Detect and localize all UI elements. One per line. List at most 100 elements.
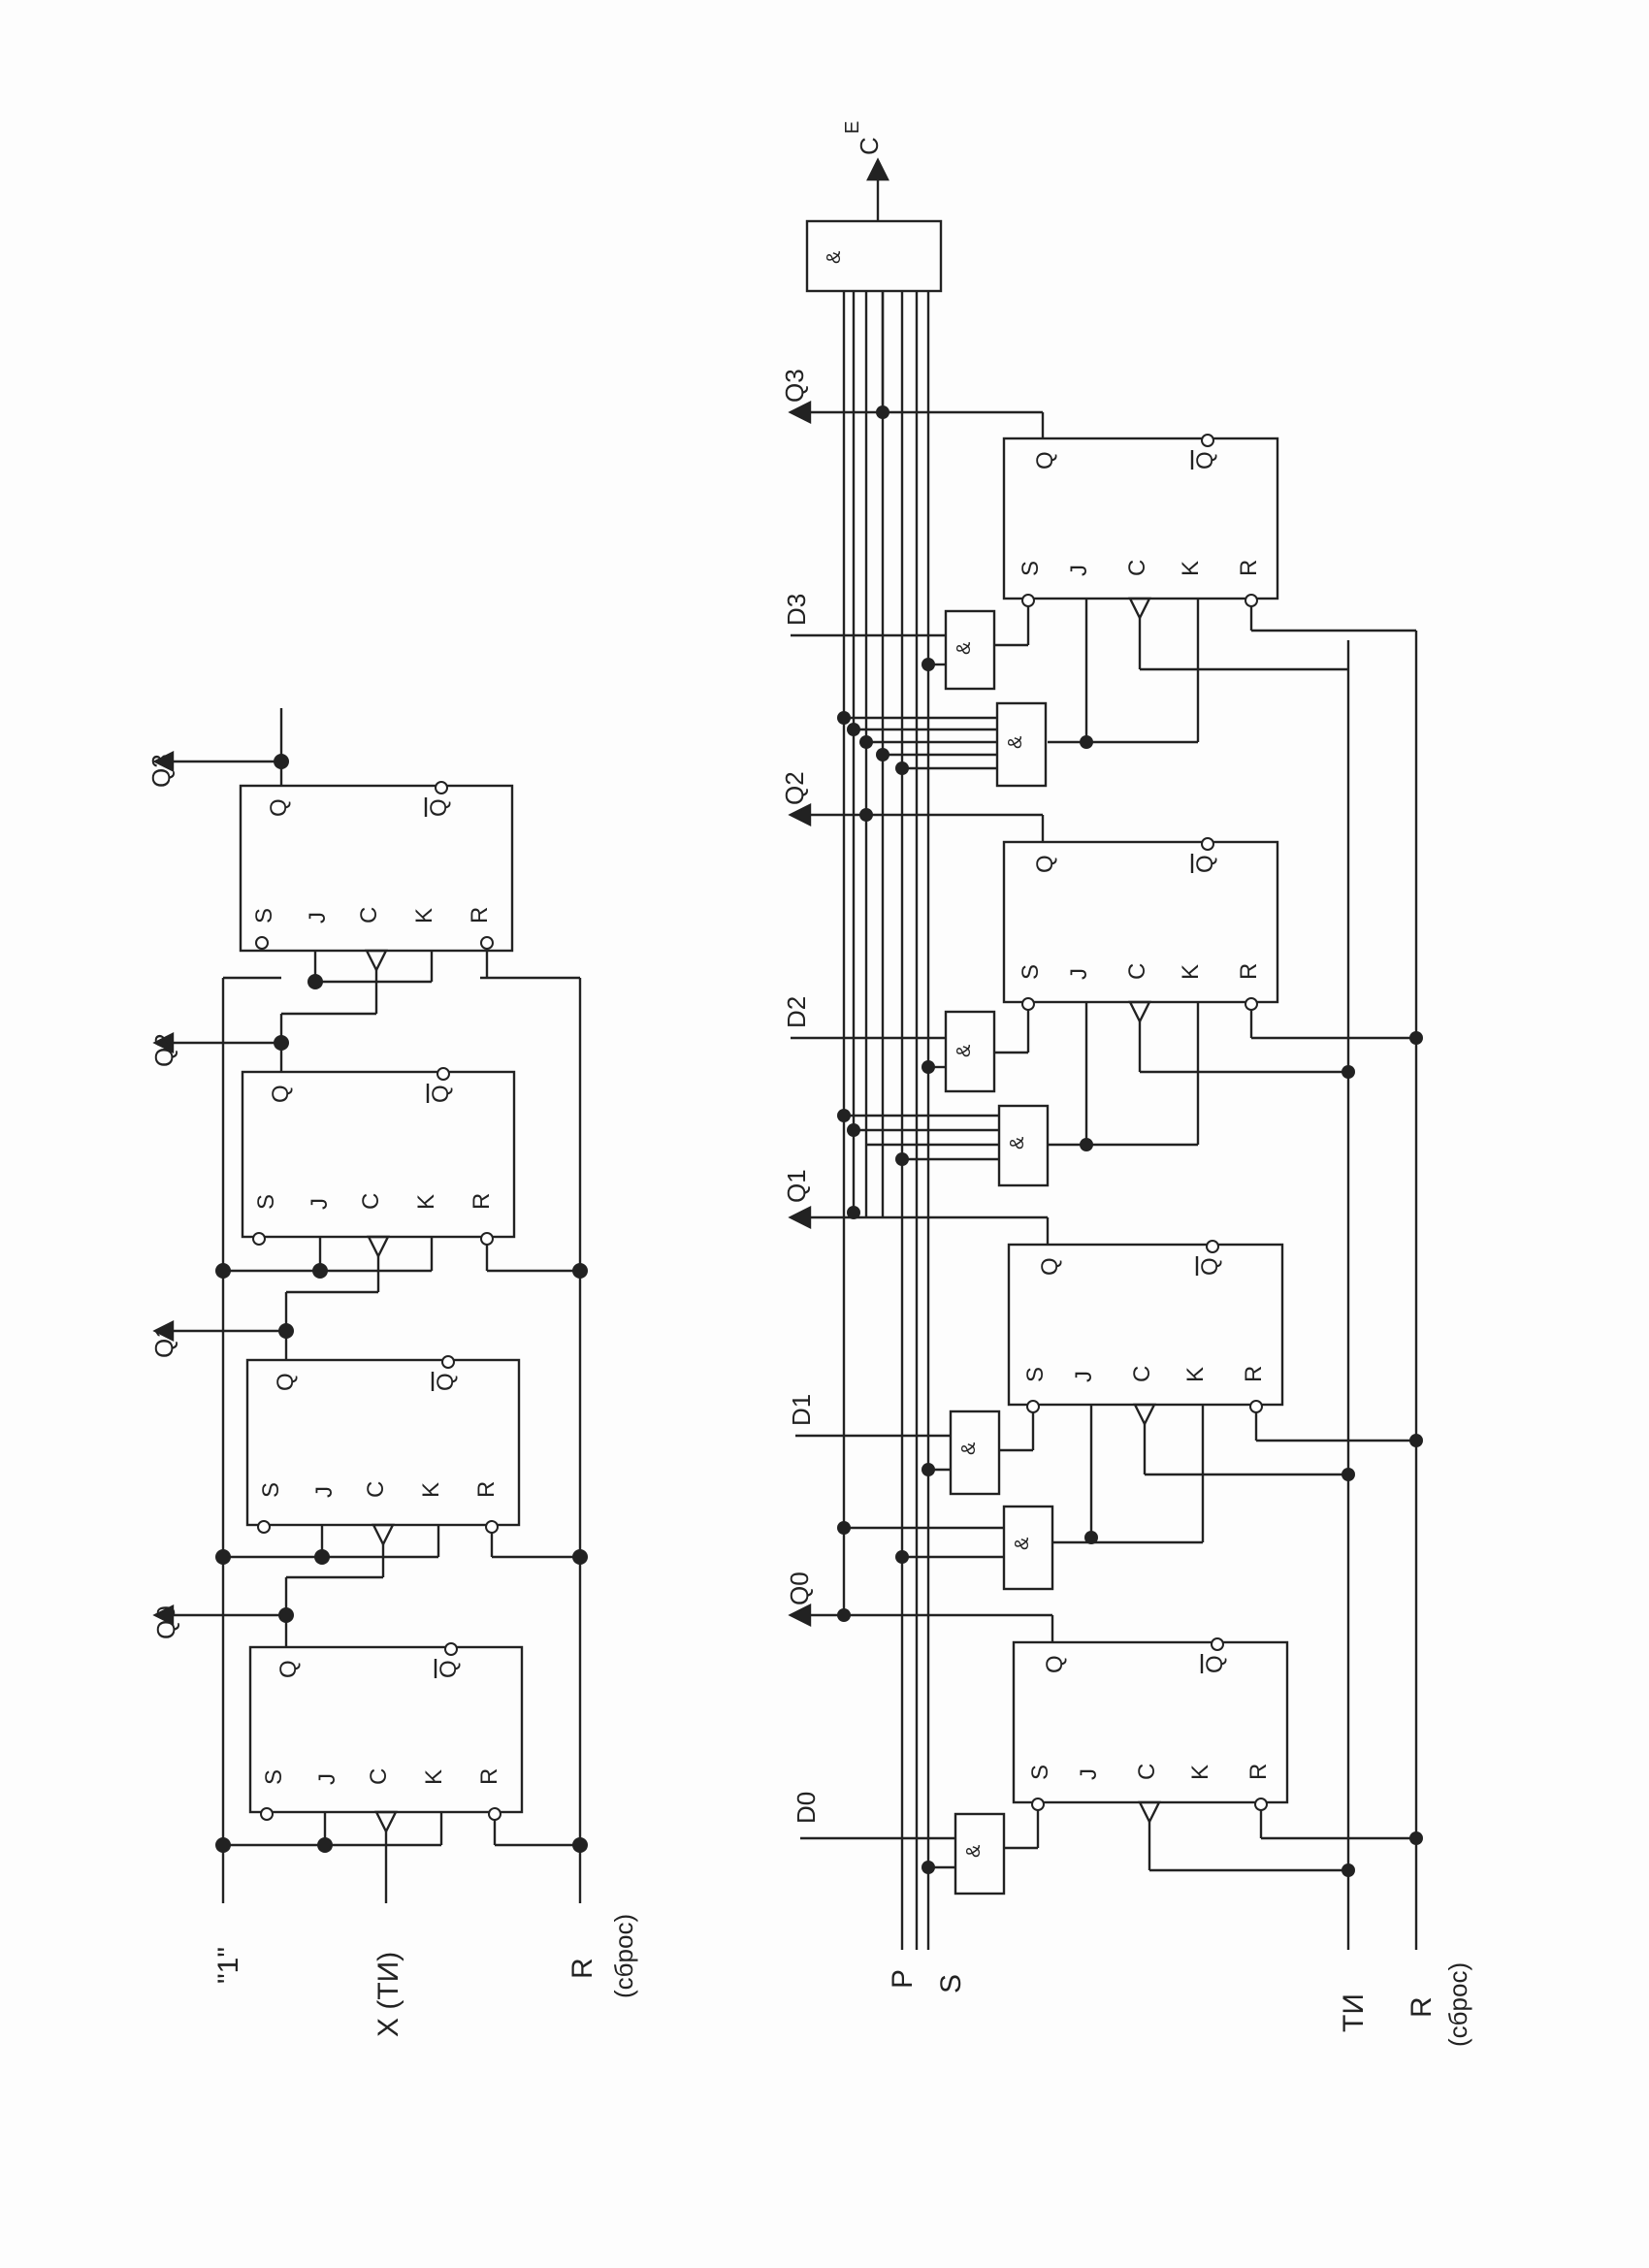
lower-output-q0: Q0 xyxy=(785,1571,814,1605)
upper-output-q3: Q3 xyxy=(146,754,176,788)
pin-nq: Q xyxy=(1192,451,1218,470)
gate-symbol: & xyxy=(963,1844,985,1858)
pin-s: S xyxy=(253,1194,279,1210)
pin-r: R xyxy=(467,907,493,923)
pin-k: K xyxy=(1178,964,1204,980)
pin-q: Q xyxy=(268,1085,294,1103)
lower-data-d0: D0 xyxy=(792,1792,821,1824)
pin-s: S xyxy=(1027,1765,1053,1780)
upper-output-q0: Q0 xyxy=(151,1605,180,1639)
pin-j: J xyxy=(1066,968,1092,980)
upper-output-q1: Q1 xyxy=(149,1324,178,1358)
carry-output-sub: E xyxy=(842,121,863,134)
pin-s: S xyxy=(251,908,277,923)
carry-gate-symbol: & xyxy=(824,250,845,264)
pin-c: C xyxy=(363,1481,389,1498)
pin-r: R xyxy=(1245,1764,1272,1780)
gate-symbol: & xyxy=(954,641,975,655)
pin-j: J xyxy=(1071,1371,1097,1382)
lower-output-q3: Q3 xyxy=(780,369,809,403)
lower-gates-2: & & xyxy=(791,1010,1050,1187)
upper-input-wires xyxy=(221,976,582,1903)
pin-nq: Q xyxy=(1197,1257,1223,1276)
lower-output-q1: Q1 xyxy=(782,1169,811,1203)
pin-k: K xyxy=(411,908,437,923)
pin-r: R xyxy=(1236,560,1262,576)
pin-q: Q xyxy=(1042,1655,1068,1673)
pin-q: Q xyxy=(1037,1257,1063,1276)
carry-output-name: C xyxy=(855,137,884,155)
pin-s: S xyxy=(1018,561,1044,576)
upper-input-one: "1" xyxy=(212,1947,244,1984)
gate-symbol: & xyxy=(954,1044,975,1057)
pin-nq: Q xyxy=(1192,855,1218,873)
upper-counter: S J C K R Q Q xyxy=(146,708,638,2037)
carry-and-gate: & C E xyxy=(805,121,943,293)
pin-j: J xyxy=(1076,1768,1102,1780)
pin-nq: Q xyxy=(428,1085,454,1103)
upper-output-q2: Q2 xyxy=(149,1033,178,1067)
upper-labels: Q0 Q1 Q2 Q3 "1" X (ТИ) R (сброс) xyxy=(146,754,638,2037)
lower-trigger-1: S J C K R Q Q xyxy=(788,1206,1423,1544)
lower-labels: Q3 Q2 Q1 Q0 D3 D2 D1 D0 P S ТИ R (сброс) xyxy=(780,369,1472,2047)
pin-s: S xyxy=(1018,964,1044,980)
lower-reset-note: (сброс) xyxy=(1443,1962,1472,2047)
pin-q: Q xyxy=(273,1373,299,1391)
lower-input-p: P xyxy=(887,1969,919,1989)
pin-k: K xyxy=(1187,1765,1213,1780)
lower-trigger-0: S J C K R Q Q xyxy=(788,1604,1423,1877)
pin-c: C xyxy=(356,907,382,923)
pin-nq: Q xyxy=(1202,1655,1228,1673)
pin-c: C xyxy=(1129,1366,1155,1382)
lower-gates-0: & xyxy=(800,1812,1006,1895)
lower-input-p-symbol: S xyxy=(935,1974,967,1993)
pin-k: K xyxy=(1182,1367,1209,1382)
lower-input-clock: ТИ xyxy=(1338,1993,1370,2032)
upper-trigger-3: S J C K R Q Q xyxy=(152,708,514,1043)
pin-q: Q xyxy=(275,1660,302,1678)
lower-data-d1: D1 xyxy=(787,1394,816,1426)
pin-q: Q xyxy=(266,798,292,817)
lower-trigger-2: S J C K R Q Q xyxy=(788,803,1423,1151)
pin-c: C xyxy=(358,1193,384,1210)
lower-data-d2: D2 xyxy=(782,996,811,1028)
pin-nq: Q xyxy=(433,1373,459,1391)
pin-c: C xyxy=(1134,1764,1160,1780)
pin-r: R xyxy=(469,1193,495,1210)
pin-q: Q xyxy=(1032,451,1058,470)
pin-j: J xyxy=(307,1198,333,1210)
lower-counter: & C E S J C K R Q Q xyxy=(780,121,1472,2047)
lower-output-q2: Q2 xyxy=(780,771,809,805)
pin-c: C xyxy=(1124,560,1150,576)
upper-reset-note: (сброс) xyxy=(609,1914,638,1998)
upper-input-clock: X (ТИ) xyxy=(372,1952,404,2037)
gate-symbol: & xyxy=(958,1442,980,1455)
pin-r: R xyxy=(473,1481,500,1498)
upper-trigger-2: S J C K R Q Q xyxy=(152,1032,588,1331)
pin-k: K xyxy=(413,1194,439,1210)
pin-c: C xyxy=(1124,963,1150,980)
pin-k: K xyxy=(1178,561,1204,576)
pin-r: R xyxy=(476,1768,502,1785)
upper-trigger-1: S J C K R Q Q xyxy=(152,1320,588,1615)
lower-buses xyxy=(842,291,1418,1950)
upper-input-reset: R xyxy=(566,1958,598,1979)
pin-s: S xyxy=(1022,1367,1049,1382)
pin-j: J xyxy=(314,1773,340,1785)
pin-s: S xyxy=(261,1769,287,1785)
pin-r: R xyxy=(1236,963,1262,980)
pin-k: K xyxy=(421,1769,447,1785)
lower-trigger-3: S J C K R Q Q xyxy=(788,291,1416,749)
lower-data-d3: D3 xyxy=(782,594,811,626)
upper-trigger-0: S J C K R Q Q xyxy=(152,1604,588,1853)
lower-input-reset: R xyxy=(1406,1996,1438,2018)
pin-k: K xyxy=(418,1482,444,1498)
pin-r: R xyxy=(1241,1366,1267,1382)
lower-gates-3: & & xyxy=(791,609,1048,788)
pin-j: J xyxy=(1066,565,1092,576)
pin-c: C xyxy=(366,1768,392,1785)
gate-symbol: & xyxy=(1012,1537,1033,1550)
pin-j: J xyxy=(305,912,331,923)
